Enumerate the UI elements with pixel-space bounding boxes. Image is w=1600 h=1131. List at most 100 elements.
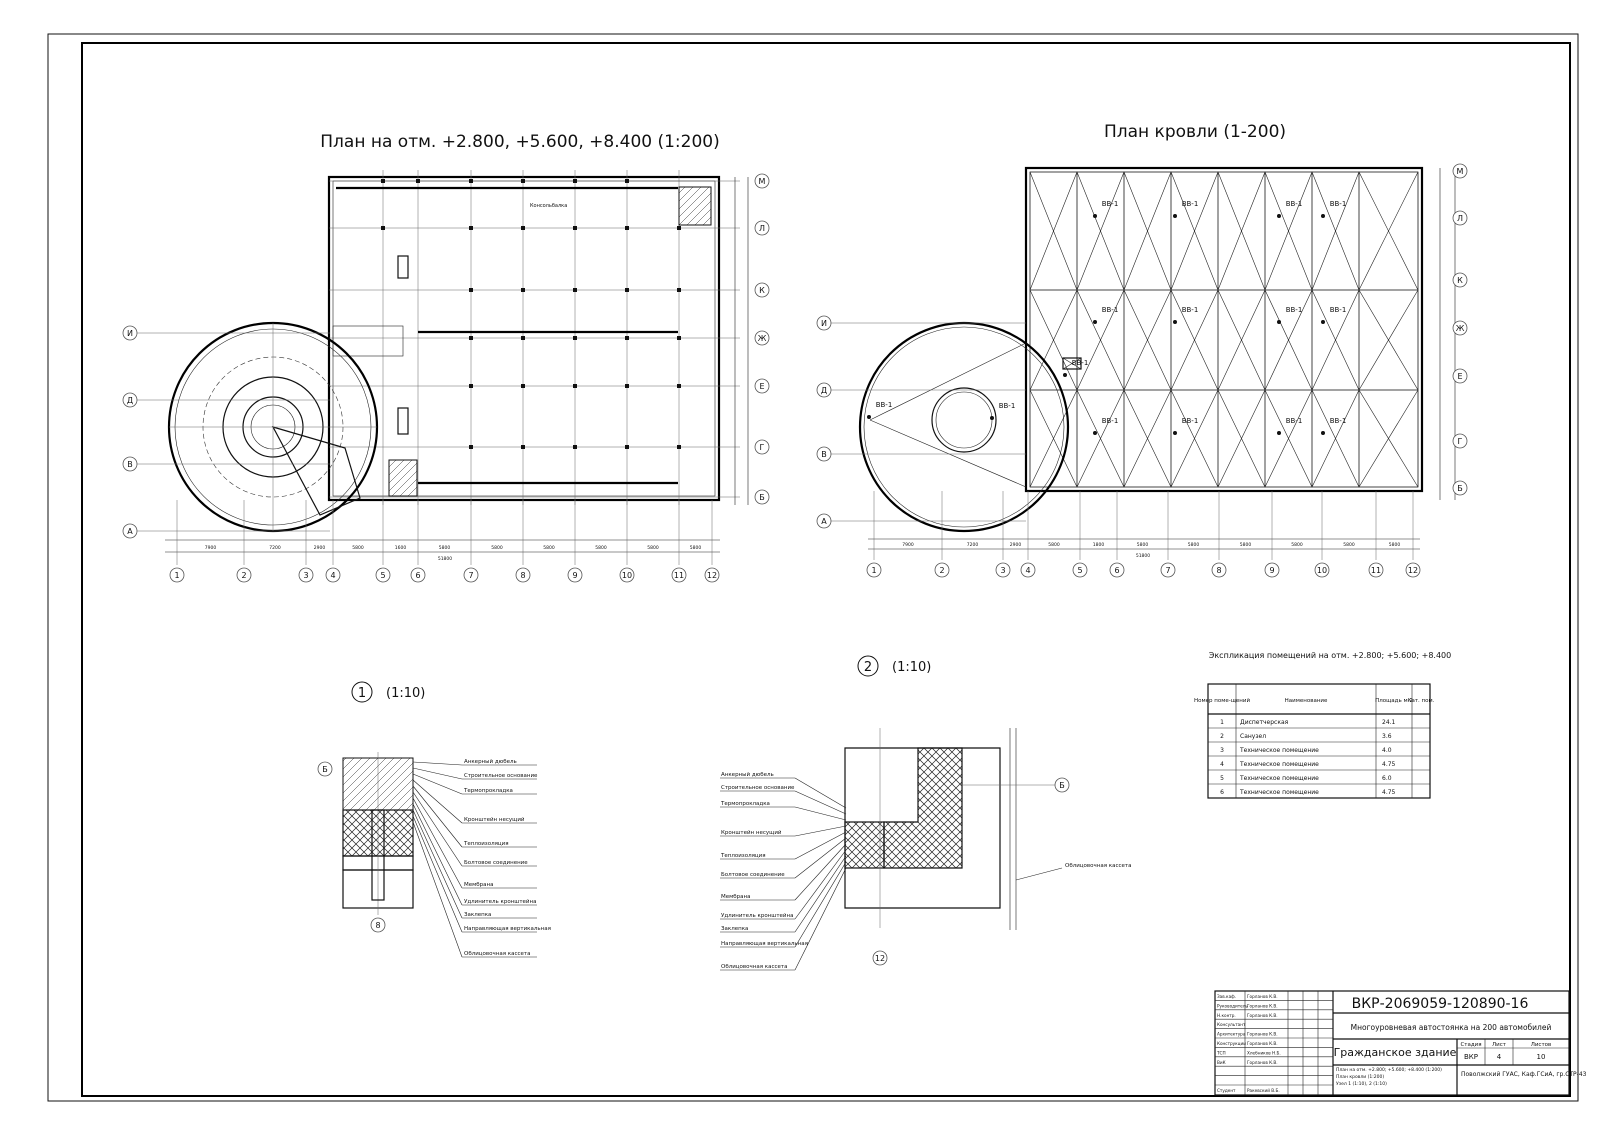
floor-left-axes: И Д В А	[122, 325, 330, 539]
floor-right-axes: М Л К Ж Е Г Б	[734, 173, 770, 505]
stage-value: ВКР	[1464, 1053, 1478, 1061]
axis-bubble	[1211, 562, 1227, 578]
roof-funnel-label: ВВ-1	[1286, 417, 1303, 425]
svg-text:Ж: Ж	[1456, 324, 1465, 333]
svg-text:8: 8	[375, 921, 380, 930]
dim-label: 7900	[902, 542, 914, 548]
svg-text:Ж: Ж	[758, 334, 767, 343]
axis-label: 3	[303, 571, 308, 580]
axis-label: 4	[330, 571, 335, 580]
inner-frame	[81, 42, 1571, 1097]
svg-text:В: В	[821, 450, 827, 459]
axis-bubble	[995, 562, 1011, 578]
roof-funnel-label: ВВ-1	[1182, 417, 1199, 425]
axis-label: 5	[1077, 566, 1082, 575]
axis-bubble	[1109, 562, 1125, 578]
outer-frame	[47, 33, 1579, 1102]
axis-bubble	[325, 567, 341, 583]
detail-label: Направляющая вертикальная	[464, 926, 551, 932]
dim-label: 1800	[1093, 542, 1105, 548]
svg-text:Листов: Листов	[1531, 1042, 1552, 1048]
dim-label: 5800	[439, 545, 451, 551]
svg-text:Л: Л	[759, 224, 765, 233]
table-cell: Техническое помещение	[1239, 761, 1319, 768]
title-role: Н.контр.	[1217, 1013, 1236, 1018]
axis-label: 10	[622, 571, 632, 580]
roof-right-axes: М Л К Ж Е Г Б	[1439, 163, 1468, 500]
roof-funnel-label: ВВ-1	[876, 401, 893, 409]
floor-plan: План на отм. +2.800, +5.600, +8.400 (1:2…	[122, 132, 770, 583]
dim-total: 51800	[1136, 553, 1150, 559]
svg-text:И: И	[821, 319, 827, 328]
detail-2-right-label: Облицовочная кассета	[1065, 863, 1132, 869]
roof-funnel-label: ВВ-1	[1102, 306, 1119, 314]
table-cell: 5	[1220, 775, 1224, 782]
roof-funnel-label: ВВ-1	[1102, 417, 1119, 425]
dim-label: 5800	[1343, 542, 1355, 548]
axis-bubble	[410, 567, 426, 583]
roof-funnel-label: ВВ-1	[1182, 306, 1199, 314]
title-person: Горланов К.В.	[1247, 1003, 1278, 1008]
svg-text:К: К	[759, 286, 765, 295]
axis-bubble	[866, 562, 882, 578]
svg-text:Б: Б	[1059, 781, 1065, 790]
sheet-value: 4	[1497, 1053, 1502, 1061]
axis-label: 6	[415, 571, 420, 580]
title-person: Горланов К.В.	[1247, 1060, 1278, 1065]
axis-label: 2	[241, 571, 246, 580]
sheets-value: 10	[1537, 1053, 1546, 1061]
roof-funnel-label: ВВ-1	[1102, 200, 1119, 208]
table-cell: 4.0	[1382, 747, 1392, 754]
dim-label: 5800	[1137, 542, 1149, 548]
axis-bubble	[236, 567, 252, 583]
roof-funnel-label: ВВ-1	[1330, 200, 1347, 208]
axis-bubble	[1072, 562, 1088, 578]
axis-label: 8	[520, 571, 525, 580]
axis-bubble	[619, 567, 635, 583]
explication-title: Экспликация помещений на отм. +2.800; +5…	[1209, 651, 1451, 660]
title-person: Горланов К.В.	[1247, 1041, 1278, 1046]
axis-label: 9	[1269, 566, 1274, 575]
detail-label: Заклепка	[721, 926, 748, 932]
dim-label: 5800	[352, 545, 364, 551]
dim-label: 5800	[491, 545, 503, 551]
detail-label: Облицовочная кассета	[721, 964, 788, 970]
svg-text:Е: Е	[759, 382, 764, 391]
axis-label: 11	[674, 571, 684, 580]
title-person: Горланов К.В.	[1247, 1032, 1278, 1037]
svg-text:План кровли (1:200): План кровли (1:200)	[1336, 1074, 1384, 1080]
table-cell: 4	[1220, 761, 1224, 768]
detail-label: Кронштейн несущий	[464, 816, 525, 823]
title-role: Руководитель	[1217, 1003, 1248, 1008]
axis-bubble	[1020, 562, 1036, 578]
table-cell: Техническое помещение	[1239, 789, 1319, 796]
table-cell: Санузел	[1240, 733, 1266, 740]
detail-1-scale: (1:10)	[386, 686, 425, 701]
svg-text:А: А	[821, 517, 827, 526]
roof-funnel-label: ВВ-1	[1286, 306, 1303, 314]
svg-text:Г: Г	[1458, 437, 1463, 446]
detail-label: Строительное основание	[721, 785, 795, 791]
detail-label: Анкерный дюбель	[721, 771, 774, 778]
detail-label: Облицовочная кассета	[464, 951, 531, 957]
axis-bubble	[515, 567, 531, 583]
detail-label: Болтовое соединение	[721, 872, 785, 878]
table-header: Номер поме-щений	[1194, 697, 1250, 704]
axis-label: 11	[1371, 566, 1381, 575]
detail-label: Заклепка	[464, 912, 491, 918]
title-role: Студент	[1217, 1088, 1236, 1093]
detail-label: Теплоизоляция	[463, 841, 509, 847]
roof-funnel-label: ВВ-1	[1330, 417, 1347, 425]
axis-bubble	[704, 567, 720, 583]
table-cell: Техническое помещение	[1239, 747, 1319, 754]
dim-label: 5800	[1048, 542, 1060, 548]
title-role: ВиК	[1217, 1060, 1226, 1065]
explication-table: Экспликация помещений на отм. +2.800; +5…	[1194, 651, 1451, 799]
svg-text:И: И	[127, 329, 133, 338]
detail-2-scale: (1:10)	[892, 660, 931, 675]
dim-label: 5800	[595, 545, 607, 551]
axis-label: 6	[1114, 566, 1119, 575]
svg-text:Лист: Лист	[1492, 1042, 1507, 1048]
